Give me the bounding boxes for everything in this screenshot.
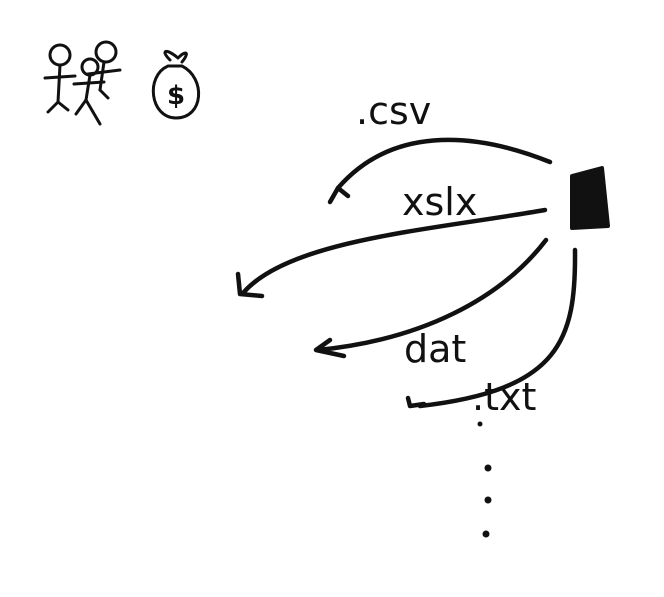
money-symbol: $ xyxy=(167,81,185,111)
vertical-dots-icon xyxy=(477,421,492,538)
label-xslx: xslx xyxy=(402,180,477,224)
arrow-xslx xyxy=(235,207,548,299)
money-bag-icon: $ xyxy=(151,50,200,120)
label-csv: .csv xyxy=(356,89,431,133)
label-txt: .txt xyxy=(472,375,536,419)
label-dat: dat xyxy=(404,327,466,371)
arrow-dat xyxy=(313,237,549,359)
file-block-icon xyxy=(570,166,610,230)
arrow-csv xyxy=(327,137,553,205)
arrow-txt xyxy=(405,247,578,409)
stick-figures-icon xyxy=(43,40,122,126)
